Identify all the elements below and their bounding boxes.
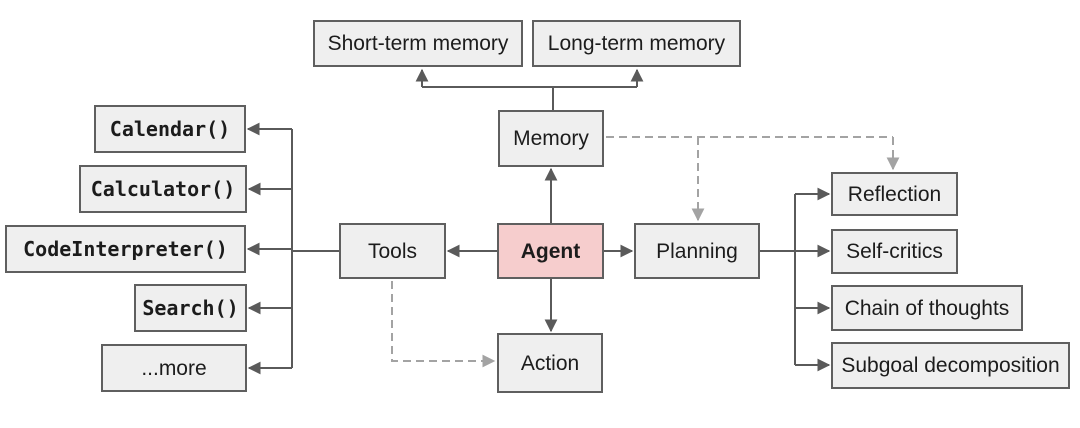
- node-action: Action: [497, 333, 603, 393]
- node-memory: Memory: [498, 110, 604, 167]
- node-subgoal-decomposition: Subgoal decomposition: [831, 342, 1070, 389]
- node-long-term-memory: Long-term memory: [532, 20, 741, 67]
- edge-memory-planning-dashed: [606, 136, 893, 222]
- node-code-interpreter: CodeInterpreter(): [5, 225, 246, 273]
- edge-memory-to-memories: [415, 68, 644, 110]
- node-calendar: Calendar(): [94, 105, 246, 153]
- node-self-critics: Self-critics: [831, 229, 958, 274]
- node-planning: Planning: [634, 223, 760, 279]
- node-short-term-memory: Short-term memory: [313, 20, 523, 67]
- node-agent: Agent: [497, 223, 604, 279]
- node-tools: Tools: [339, 223, 446, 279]
- node-more: ...more: [101, 344, 247, 392]
- edge-tools-action-dashed: [391, 281, 496, 368]
- node-search: Search(): [134, 284, 247, 332]
- node-calculator: Calculator(): [79, 165, 247, 213]
- node-reflection: Reflection: [831, 172, 958, 216]
- node-chain-of-thoughts: Chain of thoughts: [831, 285, 1023, 331]
- edge-planning-branch: [760, 187, 831, 372]
- edge-tools-branch: [246, 122, 339, 375]
